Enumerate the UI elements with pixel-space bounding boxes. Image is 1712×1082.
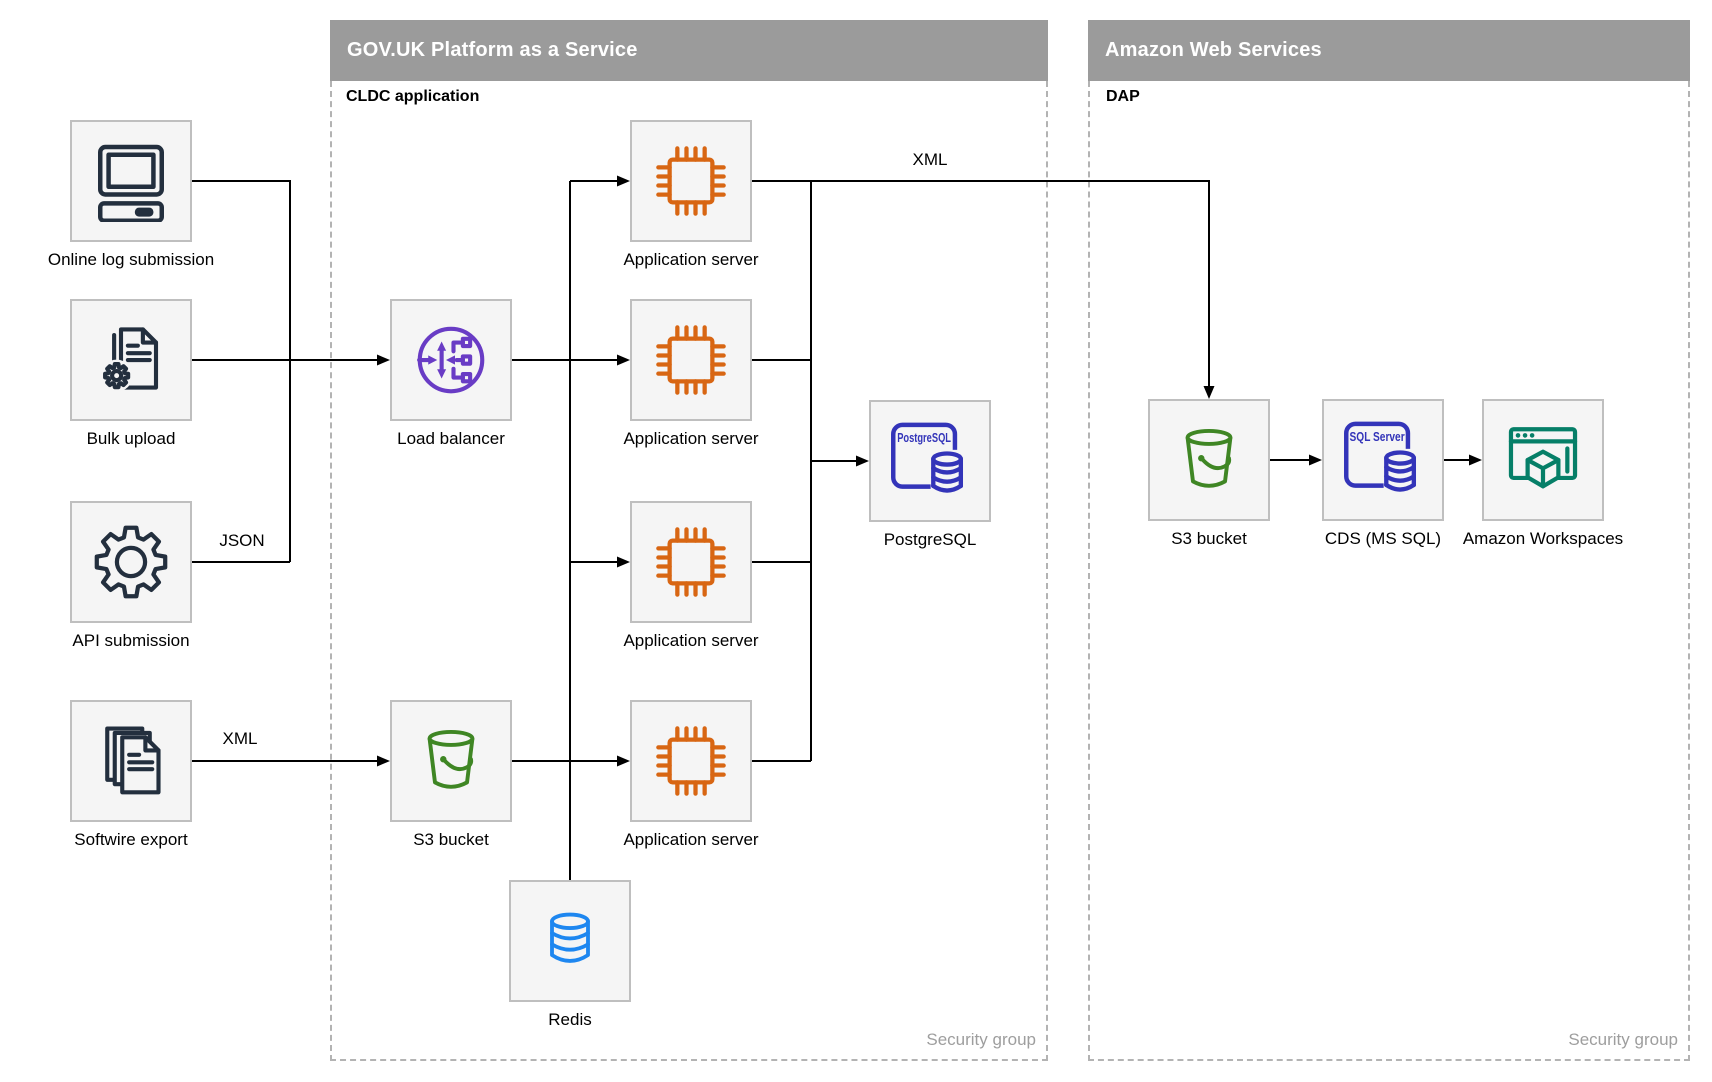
node-softwire-export bbox=[70, 700, 192, 822]
node-app-server-1 bbox=[630, 120, 752, 242]
cpu-chip-icon bbox=[653, 524, 729, 600]
paas-sublabel: CLDC application bbox=[346, 88, 480, 105]
connector-lines bbox=[192, 180, 1470, 880]
node-bulk-upload bbox=[70, 299, 192, 421]
paas-container-header: GOV.UK Platform as a Service bbox=[330, 20, 1048, 81]
node-app-server-2 bbox=[630, 299, 752, 421]
gear-icon bbox=[90, 521, 172, 603]
node-label: Online log submission bbox=[47, 250, 215, 269]
documents-stack-icon bbox=[91, 721, 171, 801]
node-label: CDS (MS SQL) bbox=[1324, 529, 1442, 548]
xml-to-dap-line bbox=[752, 180, 1210, 387]
node-label: Load balancer bbox=[397, 429, 505, 448]
paas-security-group-label: Security group bbox=[926, 1030, 1036, 1049]
node-label: S3 bucket bbox=[413, 830, 489, 849]
load-balancer-icon bbox=[411, 320, 491, 400]
node-label: S3 bucket bbox=[1171, 529, 1247, 548]
aws-container-header: Amazon Web Services bbox=[1088, 20, 1690, 81]
sql-server-icon: SQL Server bbox=[1341, 418, 1425, 502]
node-label: Application server bbox=[623, 250, 759, 269]
aws-container-body bbox=[1088, 81, 1690, 1061]
cpu-chip-icon bbox=[653, 322, 729, 398]
sql-server-icon-text: SQL Server bbox=[1350, 429, 1405, 444]
aws-security-group-label: Security group bbox=[1568, 1030, 1678, 1049]
node-redis bbox=[509, 880, 631, 1002]
document-gear-icon bbox=[91, 320, 171, 400]
edge-label-json: JSON bbox=[219, 531, 265, 550]
cpu-chip-icon bbox=[653, 723, 729, 799]
database-cylinder-icon bbox=[534, 905, 606, 977]
node-label: Application server bbox=[623, 631, 759, 650]
cpu-chip-icon bbox=[653, 143, 729, 219]
postgresql-icon: PostgreSQL bbox=[888, 419, 972, 503]
node-label: Amazon Workspaces bbox=[1462, 529, 1624, 548]
paas-container-body bbox=[330, 81, 1048, 1061]
node-label: Application server bbox=[623, 429, 759, 448]
node-aws-s3-bucket bbox=[1148, 399, 1270, 521]
node-label: Redis bbox=[548, 1010, 592, 1029]
source-junction-lines bbox=[192, 180, 378, 762]
node-app-server-4 bbox=[630, 700, 752, 822]
node-online-log-submission bbox=[70, 120, 192, 242]
arrowheads bbox=[377, 175, 1482, 767]
feeder-lines bbox=[512, 180, 618, 880]
node-label: Bulk upload bbox=[86, 429, 176, 448]
node-amazon-workspaces bbox=[1482, 399, 1604, 521]
node-cds-ms-sql: SQL Server bbox=[1322, 399, 1444, 521]
node-load-balancer bbox=[390, 299, 512, 421]
node-label: Softwire export bbox=[74, 830, 188, 849]
node-paas-s3-bucket bbox=[390, 700, 512, 822]
edge-label-xml-softwire: XML bbox=[222, 729, 258, 748]
computer-icon bbox=[90, 140, 172, 222]
workspaces-icon bbox=[1502, 419, 1584, 501]
aws-container-title: Amazon Web Services bbox=[1105, 39, 1322, 61]
node-label: API submission bbox=[72, 631, 190, 650]
node-app-server-3 bbox=[630, 501, 752, 623]
node-postgresql: PostgreSQL bbox=[869, 400, 991, 522]
paas-container-title: GOV.UK Platform as a Service bbox=[347, 39, 638, 61]
node-label: PostgreSQL bbox=[883, 530, 977, 549]
s3-bucket-icon bbox=[413, 723, 489, 799]
collector-lines bbox=[752, 181, 857, 762]
s3-bucket-icon bbox=[1171, 422, 1247, 498]
node-api-submission bbox=[70, 501, 192, 623]
edge-label-xml-to-dap: XML bbox=[912, 150, 948, 169]
node-label: Application server bbox=[623, 830, 759, 849]
aws-sublabel: DAP bbox=[1106, 88, 1140, 105]
postgresql-icon-text: PostgreSQL bbox=[897, 431, 951, 445]
